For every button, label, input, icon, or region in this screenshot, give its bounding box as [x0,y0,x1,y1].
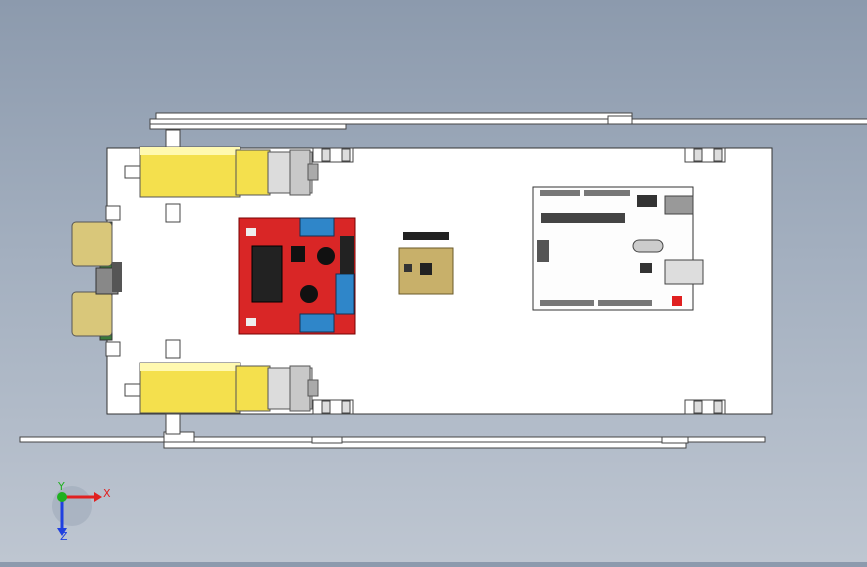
arduino-uno-board [532,186,704,311]
triad-y-label: Y [58,480,65,493]
triad-x-label: X [103,487,111,500]
triad-widget [52,486,102,536]
track-top [149,112,867,130]
gear-motor-bottom [124,362,319,414]
gear-motor-top [124,146,319,198]
ultrasonic-sensor [71,221,122,341]
track-bottom [19,431,766,449]
imu-sensor-module [398,232,454,295]
chassis-tabs [105,129,726,435]
triad-z-label: Z [60,530,68,543]
l298n-motor-driver [238,217,356,335]
